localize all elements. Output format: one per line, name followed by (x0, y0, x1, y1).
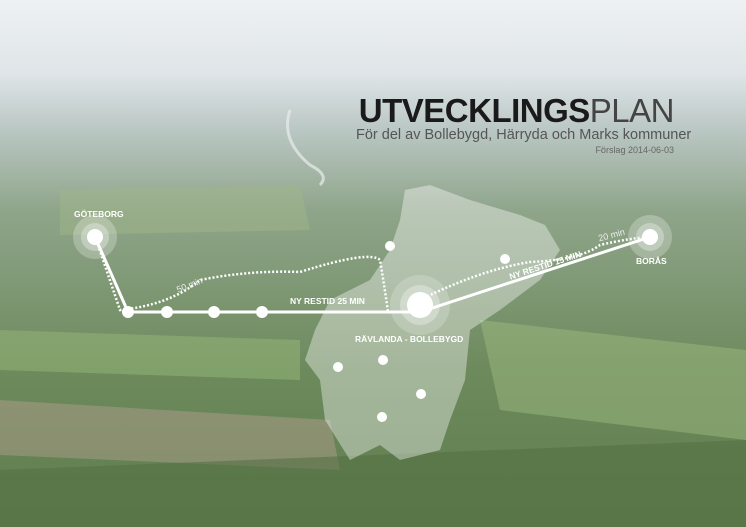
date: Förslag 2014-06-03 (595, 145, 674, 155)
document-title-block: UTVECKLINGSPLAN För del av Bollebygd, Hä… (356, 92, 692, 156)
municipality-outline (305, 185, 560, 460)
place-label-boras: BORÅS (636, 256, 667, 266)
main-title: UTVECKLINGSPLAN (356, 92, 675, 129)
title-bold: UTVECKLINGS (358, 92, 591, 129)
place-label-goteborg: GÖTEBORG (74, 209, 124, 219)
title-light: PLAN (589, 92, 675, 129)
place-label-ravlanda: RÄVLANDA - BOLLEBYGD (355, 334, 464, 344)
subtitle: För del av Bollebygd, Härryda och Marks … (356, 127, 692, 143)
route-label-new-west: NY RESTID 25 MIN (290, 296, 365, 306)
